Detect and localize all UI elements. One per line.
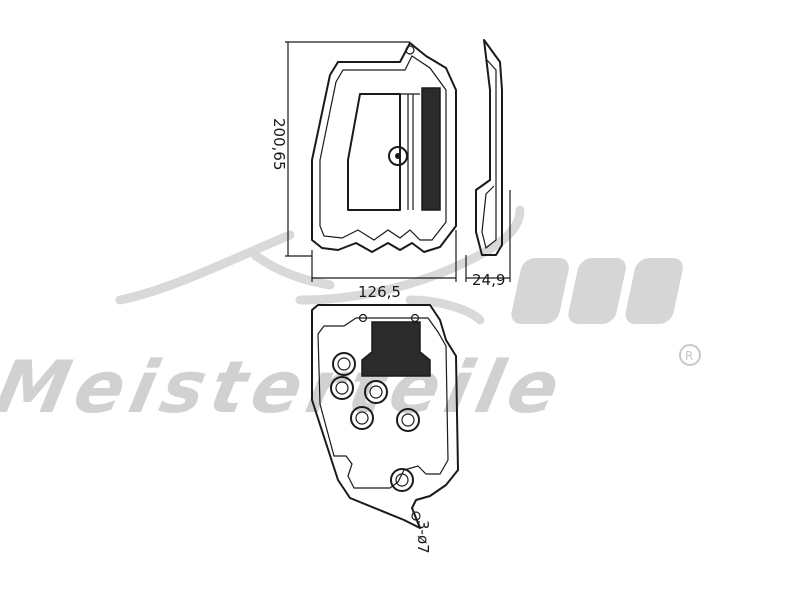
center-boss: [388, 146, 408, 166]
watermark-logo-bars: [511, 258, 683, 324]
rear-mounting-hole: [411, 511, 421, 521]
watermark-signature-mark: [115, 205, 525, 325]
rear-mesh-pad: [361, 321, 431, 377]
watermark-brand-text: Meisterteile: [0, 346, 567, 430]
watermark-registered-circle: [679, 344, 701, 366]
filter-side-view: [475, 39, 503, 256]
dimension-holes: 3-ø7: [414, 520, 432, 554]
filter-outer-outline: [311, 42, 457, 253]
dimension-width: 126,5: [358, 283, 401, 301]
side-profile-inner: [481, 59, 497, 250]
dimension-depth: 24,9: [472, 271, 505, 289]
watermark-registered-mark: R: [685, 349, 693, 363]
mounting-hole-top: [405, 45, 415, 55]
filter-rear-view: [311, 304, 459, 529]
rear-gaskets: [330, 352, 420, 492]
rear-pin-left: [358, 313, 368, 323]
rear-outer-outline: [311, 304, 459, 529]
side-profile-outer: [475, 39, 503, 256]
filter-window: [347, 93, 401, 211]
filter-front-view: [311, 42, 457, 253]
dimension-height: 200,65: [270, 118, 288, 171]
dimension-lines: [285, 41, 511, 282]
rear-pin-right: [410, 313, 420, 323]
filter-mesh-strip: [421, 87, 441, 211]
filter-inner-outline: [319, 55, 447, 241]
